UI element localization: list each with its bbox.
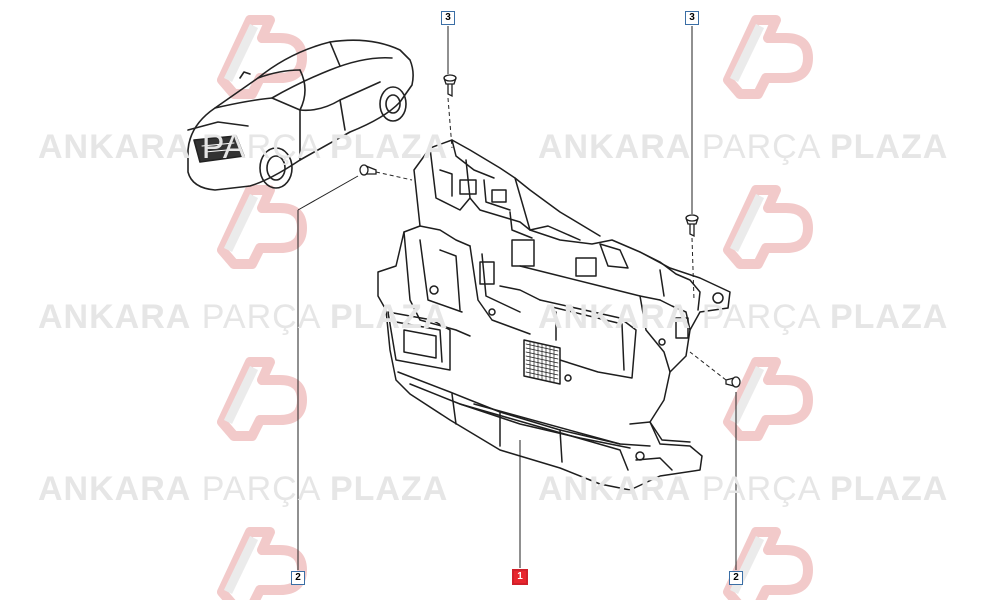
callout-part-1[interactable]: 1 (512, 569, 528, 585)
callout-part-2-left[interactable]: 2 (291, 571, 305, 585)
ap-logo-icon (222, 532, 302, 600)
ap-logo-icon (728, 190, 808, 264)
ap-logo-icon (222, 362, 302, 436)
screw-icon (443, 74, 457, 98)
ap-logo-icon (728, 532, 808, 600)
ap-logo-icon (728, 20, 808, 94)
callout-part-2-right[interactable]: 2 (729, 571, 743, 585)
watermark-text: ANKARA PARÇA PLAZA (38, 128, 449, 166)
screw-icon (685, 214, 699, 238)
ap-logo-icon (728, 362, 808, 436)
watermark-text: ANKARA PARÇA PLAZA (538, 298, 949, 336)
watermark-text: ANKARA PARÇA PLAZA (38, 470, 449, 508)
ap-logo-icon (222, 190, 302, 264)
leader-lines (297, 26, 737, 570)
callout-part-3-left[interactable]: 3 (441, 11, 455, 25)
watermark-text: ANKARA PARÇA PLAZA (538, 128, 949, 166)
bolt-icon (725, 376, 741, 388)
watermark-text: ANKARA PARÇA PLAZA (538, 470, 949, 508)
front-end-panel (377, 139, 731, 491)
car-thumbnail-icon (187, 39, 414, 191)
watermark-text: ANKARA PARÇA PLAZA (38, 298, 449, 336)
callout-part-3-right[interactable]: 3 (685, 11, 699, 25)
